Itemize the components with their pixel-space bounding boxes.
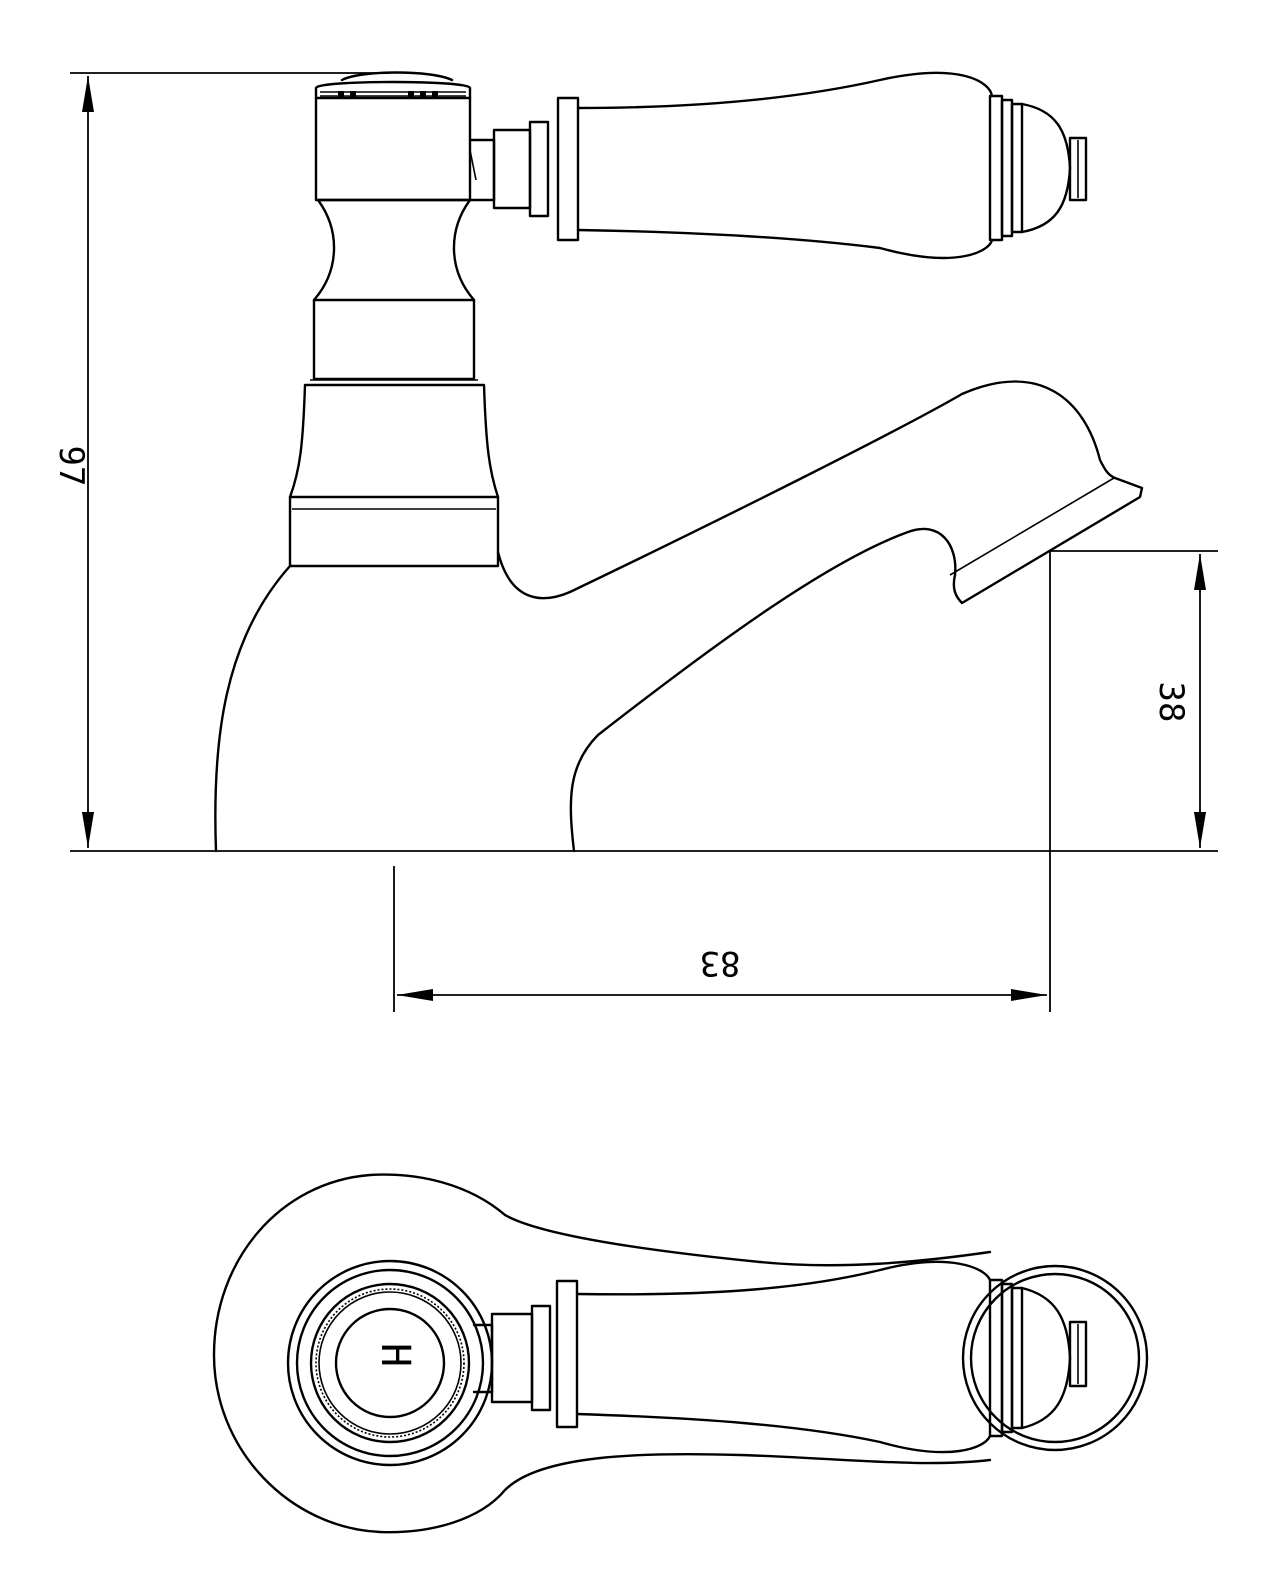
knurled-cap-teeth — [320, 91, 466, 99]
plan-view: H — [212, 1173, 1149, 1534]
dimension-spout-height: 38 — [1050, 550, 1218, 848]
dimension-spout-reach: 83 — [393, 551, 1051, 1012]
dimension-height-total: 97 — [51, 76, 94, 848]
dimension-label-spout-reach: 83 — [700, 943, 741, 983]
tap-body — [214, 71, 1144, 853]
lever-handle — [576, 71, 1088, 260]
side-elevation: 97 — [51, 71, 1218, 1012]
dimension-label-spout-height: 38 — [1151, 682, 1191, 723]
dimension-label-height-total: 97 — [51, 446, 91, 487]
cap-indicator — [334, 1307, 446, 1419]
cap-indicator-letter: H — [372, 1343, 418, 1367]
